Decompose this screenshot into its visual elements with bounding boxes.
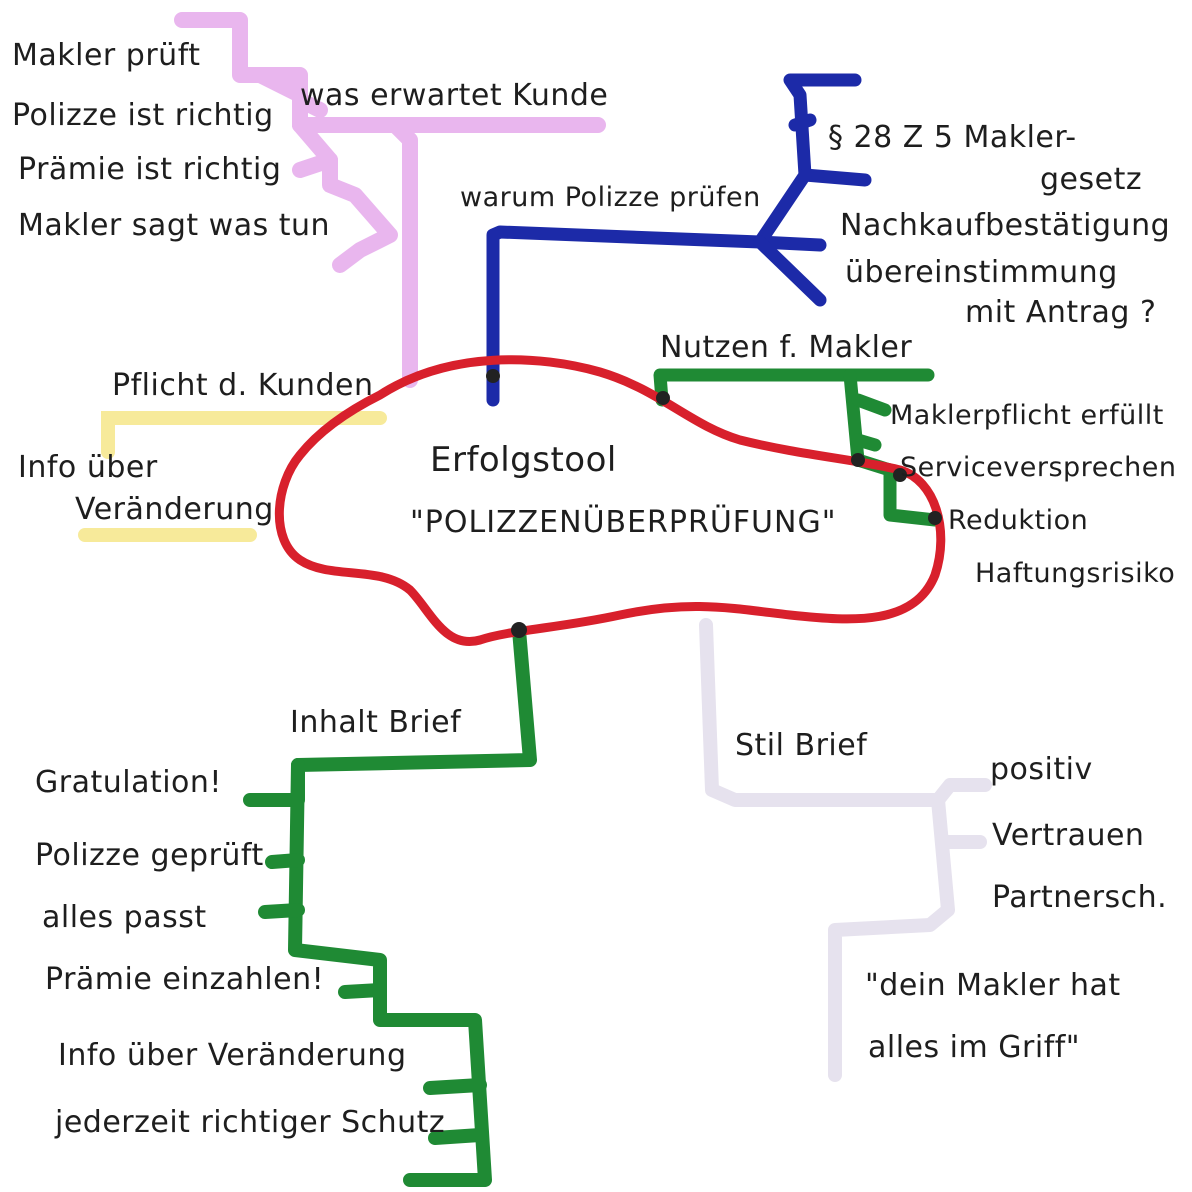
- stil-quote-line: alles im Griff": [868, 1030, 1081, 1065]
- inhalt-item: jederzeit richtiger Schutz: [55, 1105, 446, 1140]
- branch-inhalt-lines: [243, 623, 537, 1187]
- junction-dot: [851, 453, 865, 467]
- branch-pflicht-lines: [78, 411, 387, 542]
- kunde-item: Prämie ist richtig: [18, 152, 282, 187]
- branch-warum-lines: [486, 73, 872, 407]
- kunde-item: Makler prüft: [12, 38, 201, 73]
- branch-warum-label: warum Polizze prüfen: [460, 182, 761, 213]
- warum-item: mit Antrag ?: [965, 295, 1157, 330]
- center-title: Erfolgstool: [430, 440, 617, 480]
- stil-quote-line: "dein Makler hat: [865, 968, 1121, 1003]
- inhalt-item: Prämie einzahlen!: [45, 962, 325, 997]
- nutzen-item: Reduktion: [948, 505, 1089, 536]
- branch-nutzen-label: Nutzen f. Makler: [660, 330, 913, 365]
- inhalt-item: Polizze geprüft: [35, 838, 264, 873]
- junction-dot: [486, 369, 500, 383]
- inhalt-item: alles passt: [42, 900, 207, 935]
- central-cloud: [274, 355, 946, 647]
- nutzen-item: Maklerpflicht erfüllt: [890, 400, 1164, 431]
- branch-inhalt-label: Inhalt Brief: [290, 705, 462, 740]
- stil-item: positiv: [990, 752, 1093, 787]
- nutzen-item: Haftungsrisiko: [975, 558, 1176, 589]
- junction-dot: [511, 622, 527, 638]
- branch-pflicht-label: Pflicht d. Kunden: [112, 368, 374, 403]
- inhalt-item: Gratulation!: [35, 765, 222, 800]
- inhalt-item: Info über Veränderung: [58, 1038, 407, 1073]
- kunde-item: Makler sagt was tun: [18, 208, 331, 243]
- junction-dot: [928, 511, 942, 525]
- branch-stil-label: Stil Brief: [735, 728, 868, 763]
- stil-item: Partnersch.: [992, 880, 1168, 915]
- kunde-item: Polizze ist richtig: [12, 98, 274, 133]
- junction-dot: [656, 391, 670, 405]
- branch-kunde-label: was erwartet Kunde: [300, 78, 609, 113]
- pflicht-item: Veränderung: [75, 492, 274, 527]
- center-subtitle: "POLIZZENÜBERPRÜFUNG": [410, 505, 837, 540]
- nutzen-item: Serviceversprechen: [900, 452, 1177, 483]
- warum-item: Nachkaufbestätigung: [840, 208, 1171, 243]
- branch-kunde-lines: [174, 12, 606, 388]
- junction-dots: [486, 369, 942, 638]
- branch-stil-lines: [699, 618, 992, 1082]
- pflicht-item: Info über: [18, 450, 158, 485]
- warum-item: § 28 Z 5 Makler-: [828, 120, 1077, 155]
- junction-dot: [893, 468, 907, 482]
- stil-item: Vertrauen: [992, 818, 1145, 853]
- warum-item: übereinstimmung: [845, 255, 1118, 290]
- warum-item: gesetz: [1040, 162, 1143, 197]
